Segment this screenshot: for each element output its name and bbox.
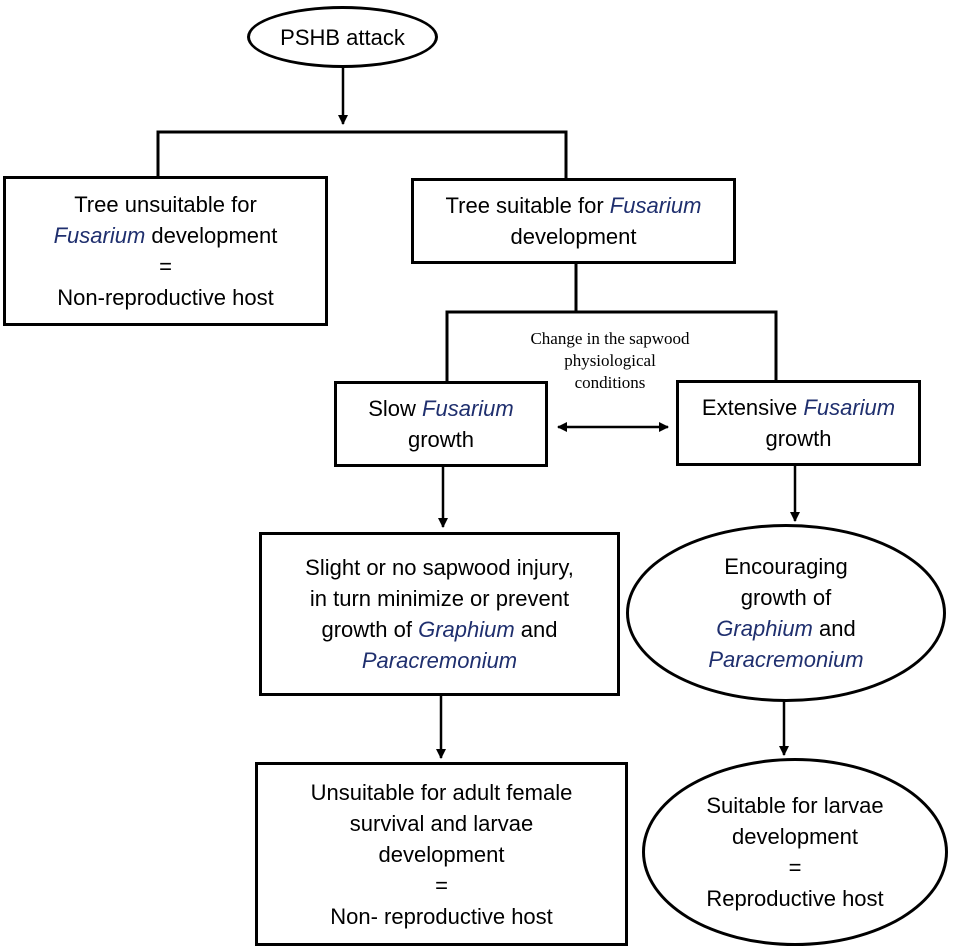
node-slow-growth: Slow Fusarium growth: [334, 381, 548, 467]
unsuitable-line-4: Non-reproductive host: [57, 285, 274, 310]
encouraging-line-4: Paracremonium: [708, 647, 864, 672]
unsuitable-line-1: Tree unsuitable for: [74, 192, 257, 217]
larvae-line-3: =: [788, 855, 802, 880]
adult-line-2: survival and larvae: [349, 810, 534, 836]
note-line-2: physiological: [564, 351, 656, 370]
node-unsuitable-adult: Unsuitable for adult female survival and…: [255, 762, 628, 946]
node-encouraging-growth: Encouraging growth of Graphium and Parac…: [626, 524, 946, 702]
encouraging-line-2: growth of: [740, 585, 832, 610]
adult-line-3: development: [378, 841, 505, 867]
larvae-line-2: development: [732, 824, 858, 849]
slow-line-1: Slow Fusarium: [368, 396, 514, 421]
injury-line-4: Paracremonium: [361, 648, 518, 673]
node-tree-unsuitable: Tree unsuitable for Fusarium development…: [3, 176, 328, 326]
note-line-1: Change in the sapwood: [530, 329, 690, 348]
extensive-line-1: Extensive Fusarium: [701, 395, 896, 420]
unsuitable-line-3: =: [159, 254, 172, 279]
suitable-line-2: development: [510, 224, 637, 249]
node-tree-suitable: Tree suitable for Fusarium development: [411, 178, 736, 264]
adult-line-5: Non- reproductive host: [330, 903, 553, 929]
note-line-3: conditions: [574, 373, 646, 392]
injury-line-2: in turn minimize or prevent: [309, 586, 570, 611]
node-pshb-attack: PSHB attack: [247, 6, 438, 68]
node-extensive-growth: Extensive Fusarium growth: [676, 380, 921, 466]
note-change-conditions: Change in the sapwood physiological cond…: [480, 328, 740, 394]
adult-line-1: Unsuitable for adult female: [310, 779, 573, 805]
extensive-line-2: growth: [765, 426, 832, 451]
encouraging-line-1: Encouraging: [724, 554, 848, 579]
encouraging-line-3: Graphium and: [716, 616, 856, 641]
pshb-label: PSHB attack: [280, 24, 405, 50]
node-suitable-larvae: Suitable for larvae development = Reprod…: [642, 758, 948, 946]
larvae-line-1: Suitable for larvae: [706, 793, 884, 818]
unsuitable-line-2: Fusarium development: [53, 223, 278, 248]
injury-line-1: Slight or no sapwood injury,: [305, 555, 574, 580]
larvae-line-4: Reproductive host: [706, 886, 884, 911]
suitable-line-1: Tree suitable for Fusarium: [445, 193, 702, 218]
node-slight-injury: Slight or no sapwood injury, in turn min…: [259, 532, 620, 696]
slow-line-2: growth: [407, 427, 475, 452]
branch-bracket-top: [156, 130, 568, 180]
branch-bracket-middle: [445, 310, 778, 382]
injury-line-3: growth of Graphium and: [321, 617, 558, 642]
adult-line-4: =: [435, 872, 448, 898]
